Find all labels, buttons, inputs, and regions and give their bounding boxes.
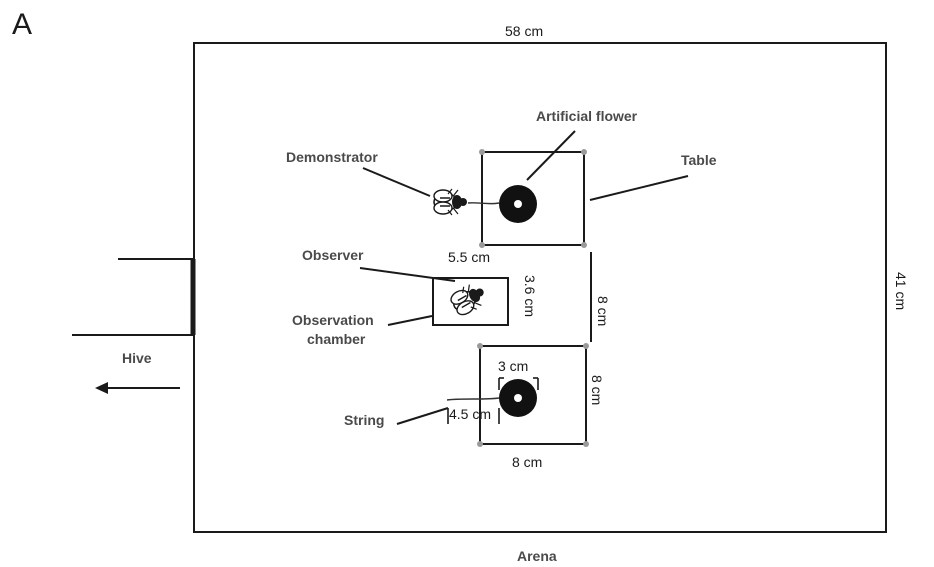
bee-icon — [447, 278, 491, 320]
bottom-table — [477, 343, 589, 447]
observation-chamber — [432, 277, 509, 326]
top-table — [479, 149, 587, 248]
string-label: String — [344, 412, 384, 428]
leader-lines — [359, 130, 689, 425]
table-spacing-dimension: 8 cm — [595, 296, 611, 326]
artificial-flower-label: Artificial flower — [536, 108, 638, 124]
panel-label: A — [12, 8, 32, 41]
string-length-dimension: 4.5 cm — [449, 406, 491, 422]
table-height-dimension: 8 cm — [589, 375, 605, 405]
demonstrator-string — [467, 202, 500, 205]
string-length-marker — [447, 408, 500, 424]
flower-icon — [499, 379, 537, 417]
table-label: Table — [681, 152, 717, 168]
chamber-height-dimension: 3.6 cm — [522, 275, 538, 317]
hive-entrance — [72, 258, 196, 336]
arena-width-dimension: 58 cm — [505, 23, 543, 39]
demonstrator-label: Demonstrator — [286, 149, 378, 165]
observation-chamber-label-line2: chamber — [307, 331, 366, 347]
arena-label: Arena — [517, 548, 557, 564]
flower-icon — [499, 185, 537, 223]
arrow-left-icon — [95, 382, 180, 394]
observer-label: Observer — [302, 247, 364, 263]
string-line — [446, 397, 500, 401]
flower-diameter-marker — [498, 377, 539, 390]
arena-height-dimension: 41 cm — [893, 272, 909, 310]
hive-label: Hive — [122, 350, 152, 366]
flower-diameter-dimension: 3 cm — [498, 358, 528, 374]
observation-chamber-label-line1: Observation — [292, 312, 374, 328]
table-gap-dimension: 5.5 cm — [448, 249, 490, 265]
bee-icon — [433, 188, 468, 216]
table-width-dimension: 8 cm — [512, 454, 542, 470]
